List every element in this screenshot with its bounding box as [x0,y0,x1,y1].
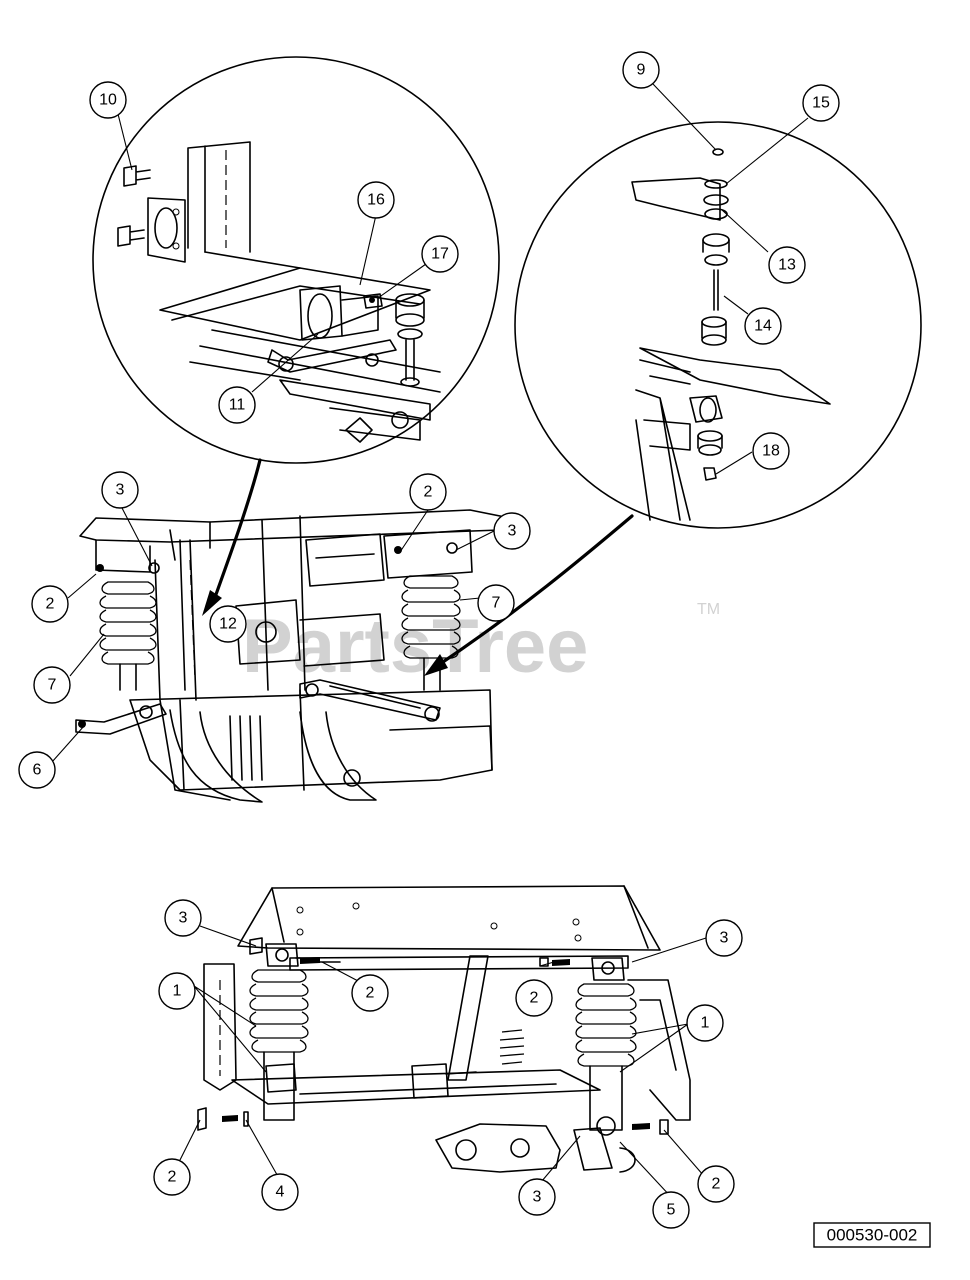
detail-view-right [514,121,922,529]
callout-2: 2 [515,979,553,1017]
detail-view-left [92,56,500,464]
svg-text:2: 2 [424,484,433,501]
callout-3: 3 [518,1178,556,1216]
svg-text:3: 3 [533,1189,542,1206]
svg-text:7: 7 [48,677,57,694]
drawing-code-box: 000530-002 [813,1222,931,1248]
callout-5: 5 [652,1191,690,1229]
callout-2: 2 [351,974,389,1012]
callout-2: 2 [153,1158,191,1196]
svg-text:1: 1 [701,1015,710,1032]
callout-3: 3 [101,471,139,509]
svg-text:5: 5 [667,1202,676,1219]
svg-text:16: 16 [367,192,385,209]
callout-16: 16 [357,181,395,219]
callout-12: 12 [209,605,247,643]
svg-text:10: 10 [99,92,117,109]
callout-10: 10 [89,81,127,119]
svg-text:15: 15 [812,95,830,112]
svg-text:3: 3 [720,930,729,947]
callout-17: 17 [421,235,459,273]
callout-2: 2 [697,1165,735,1203]
watermark-text: PartsTree [242,604,588,689]
svg-text:14: 14 [754,318,772,335]
svg-text:2: 2 [530,990,539,1007]
svg-text:4: 4 [276,1184,285,1201]
callout-1: 1 [158,972,196,1010]
callout-9: 9 [622,51,660,89]
svg-text:7: 7 [492,595,501,612]
svg-text:9: 9 [637,62,646,79]
callout-1: 1 [686,1004,724,1042]
svg-text:11: 11 [229,397,246,414]
callout-7: 7 [33,666,71,704]
callout-18: 18 [752,432,790,470]
svg-text:17: 17 [431,246,449,263]
callout-3: 3 [164,899,202,937]
svg-text:3: 3 [179,910,188,927]
leader-lines [51,83,809,1199]
svg-text:12: 12 [219,616,237,633]
callout-4: 4 [261,1173,299,1211]
callout-6: 6 [18,751,56,789]
front-suspension-assembly [75,509,511,803]
callout-3: 3 [493,512,531,550]
drawing-code: 000530-002 [827,1226,918,1245]
detail-arrows [202,458,634,676]
callout-3: 3 [705,919,743,957]
svg-text:2: 2 [712,1176,721,1193]
callout-14: 14 [744,307,782,345]
svg-text:6: 6 [33,762,42,779]
callout-7: 7 [477,584,515,622]
svg-text:2: 2 [168,1169,177,1186]
svg-text:2: 2 [366,985,375,1002]
svg-text:3: 3 [116,482,125,499]
svg-text:1: 1 [173,983,182,1000]
rear-suspension-assembly [197,885,691,1173]
callout-15: 15 [802,84,840,122]
svg-text:18: 18 [762,443,780,460]
callout-2: 2 [409,473,447,511]
callout-11: 11 [218,386,256,424]
svg-text:13: 13 [778,257,796,274]
svg-text:2: 2 [46,596,55,613]
svg-text:3: 3 [508,523,517,540]
watermark-trademark: TM [697,601,720,618]
callout-13: 13 [768,246,806,284]
callout-2: 2 [31,585,69,623]
